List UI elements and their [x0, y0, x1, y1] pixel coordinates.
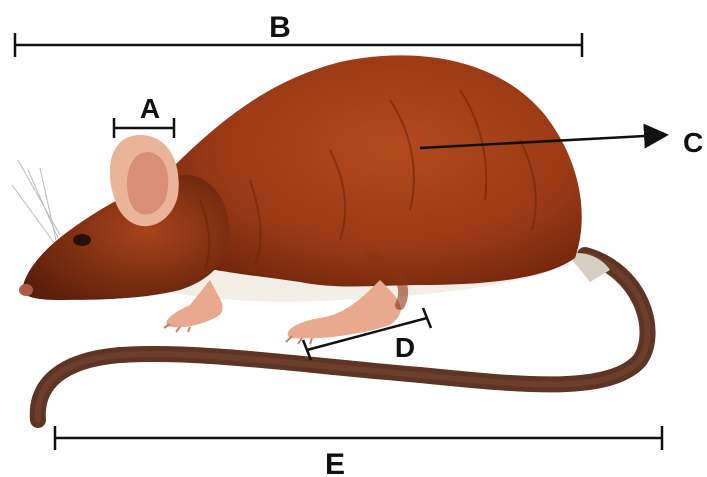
label-a: A [140, 93, 160, 124]
label-e: E [325, 448, 345, 477]
label-b: B [269, 11, 291, 44]
measure-b [15, 33, 582, 57]
measure-e [55, 426, 662, 450]
whiskers [12, 160, 60, 244]
label-d: D [395, 332, 415, 363]
nose [19, 284, 33, 296]
eye [73, 234, 91, 246]
label-c: C [683, 127, 703, 158]
